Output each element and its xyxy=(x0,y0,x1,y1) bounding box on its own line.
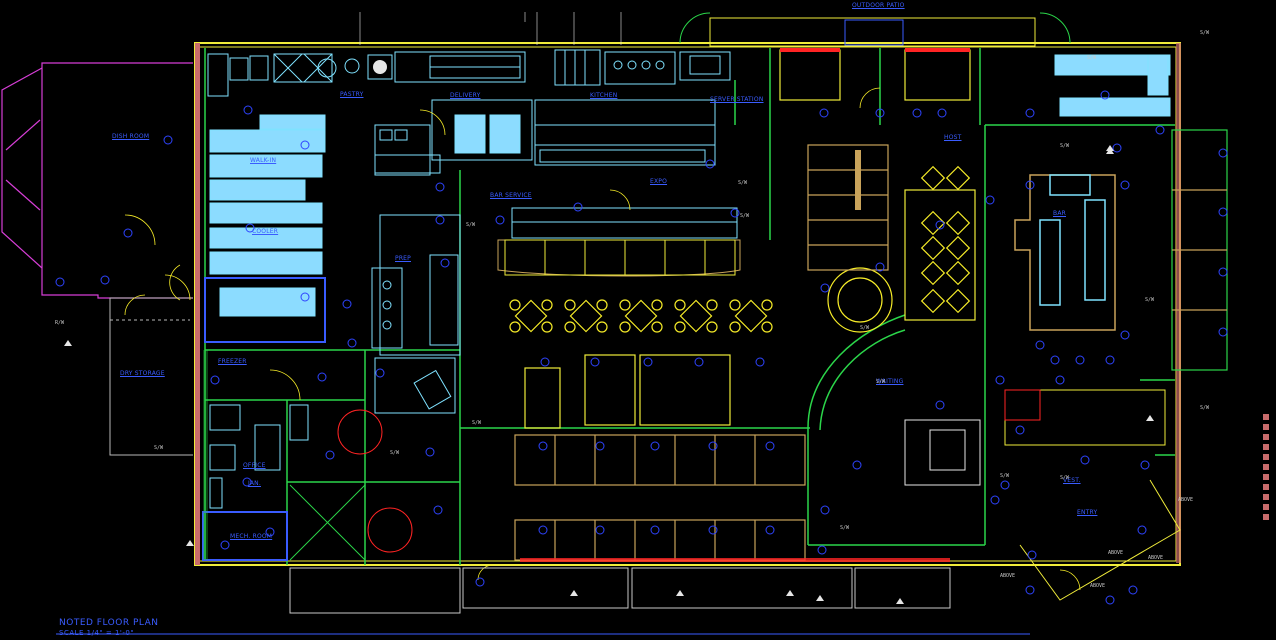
label-server-station: SERVER STATION xyxy=(710,96,764,103)
label-host: HOST xyxy=(944,134,962,141)
label-office: OFFICE xyxy=(243,462,266,469)
note-label: S/W xyxy=(738,180,748,186)
label-bar-service: BAR SERVICE xyxy=(490,192,532,199)
top-entry xyxy=(679,12,1071,47)
note-label: S/W xyxy=(1145,297,1155,303)
booths xyxy=(514,48,1228,562)
left-lower-wall xyxy=(109,297,193,456)
label-walk-in: WALK-IN xyxy=(250,157,277,164)
callout-markers xyxy=(55,90,1228,605)
label-dish-room: DISH ROOM xyxy=(112,133,150,140)
note-label: S/W xyxy=(1200,405,1210,411)
dining-tables xyxy=(509,165,976,333)
note-label: ABOVE xyxy=(1108,550,1124,556)
kitchen-equipment xyxy=(207,49,738,509)
label-bar: BAR xyxy=(1053,210,1066,217)
label-dry-storage: DRY STORAGE xyxy=(120,370,165,377)
walk-in-coolers xyxy=(202,350,413,561)
drawing-scale: SCALE 1/4" = 1'-0" xyxy=(59,629,135,637)
main-bar xyxy=(1014,174,1116,331)
note-label: ABOVE xyxy=(1148,555,1164,561)
label-outdoor-patio: OUTDOOR PATIO xyxy=(852,2,905,9)
exterior-patio-outline xyxy=(1,62,193,299)
walk-in-shelving xyxy=(204,54,1171,343)
note-label: S/W xyxy=(472,420,482,426)
note-label: S/W xyxy=(390,450,400,456)
note-label: ABOVE xyxy=(1000,573,1016,579)
drawing-title: NOTED FLOOR PLAN xyxy=(59,618,159,628)
note-label: S/W xyxy=(1087,55,1097,61)
host-area xyxy=(904,389,1181,601)
label-cooler: COOLER xyxy=(252,228,279,235)
label-waiting: WAITING xyxy=(876,378,904,385)
label-freezer: FREEZER xyxy=(218,358,247,365)
note-label: S/W xyxy=(1000,473,1010,479)
note-label: S/W xyxy=(876,379,886,385)
label-vestibule: VEST. xyxy=(1063,477,1081,484)
label-prep: PREP xyxy=(395,255,411,262)
service-bar xyxy=(497,239,741,277)
label-pastry: PASTRY xyxy=(340,91,364,98)
door-swings xyxy=(124,87,1081,591)
note-label: S/W xyxy=(840,525,850,531)
note-label: R/W xyxy=(55,320,65,326)
note-label: S/W xyxy=(1060,143,1070,149)
label-kitchen: KITCHEN xyxy=(590,92,618,99)
bottom-exterior xyxy=(56,567,1030,635)
note-label: S/W xyxy=(860,325,870,331)
note-label: ABOVE xyxy=(1090,583,1106,589)
note-label: S/W xyxy=(154,445,164,451)
label-expo: EXPO xyxy=(650,178,668,185)
north-triangles xyxy=(64,145,1154,604)
label-mech-room: MECH. ROOM xyxy=(230,533,273,540)
label-entry: ENTRY xyxy=(1077,509,1098,516)
note-label: S/W xyxy=(740,213,750,219)
label-delivery: DELIVERY xyxy=(450,92,481,99)
label-janitor: JAN. xyxy=(248,480,261,487)
note-label: S/W xyxy=(1060,475,1070,481)
note-label: S/W xyxy=(1200,30,1210,36)
note-label: ABOVE xyxy=(1178,497,1194,503)
note-label: S/W xyxy=(466,222,476,228)
reference-lines xyxy=(359,12,622,45)
hatch-marks xyxy=(1263,414,1269,524)
